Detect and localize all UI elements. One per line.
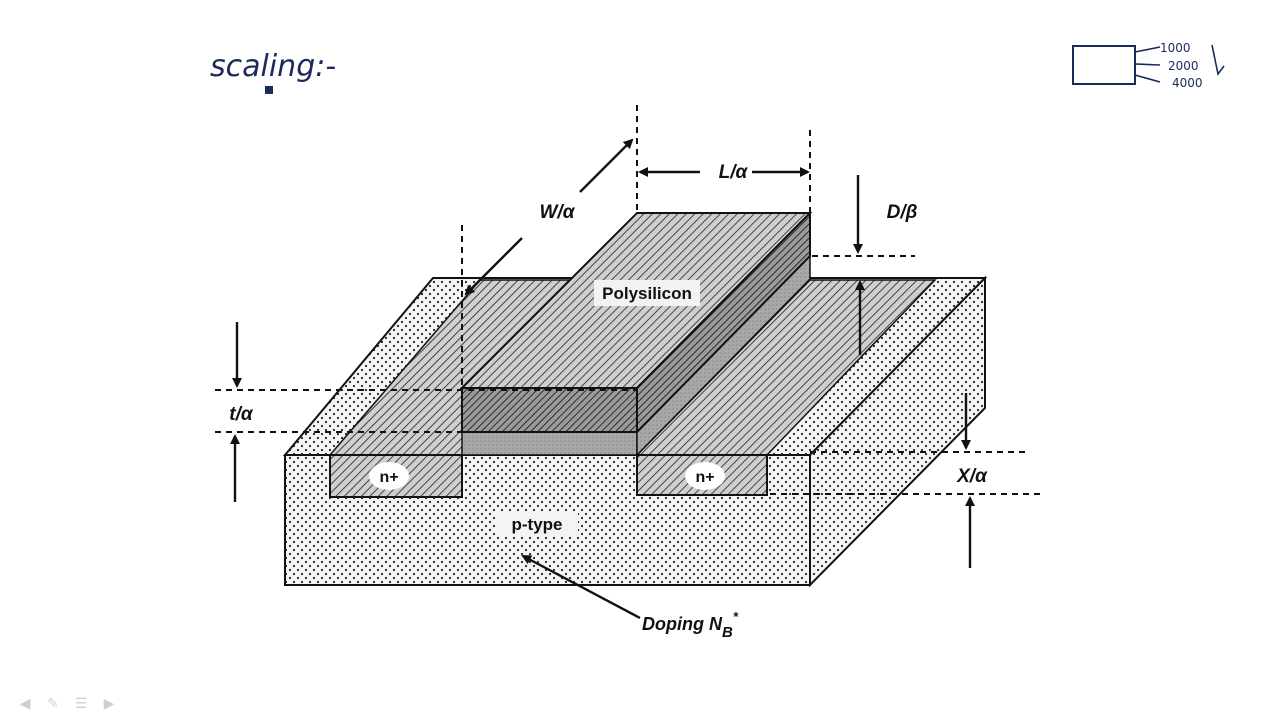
width-arrow-down	[464, 237, 523, 296]
dimension-labels: L/α W/α D/β t/α X/α Doping NB*	[229, 162, 988, 641]
arrow-left-icon[interactable]: ◀	[19, 695, 31, 711]
substrate-right-face	[809, 275, 986, 588]
gate-side-face	[636, 210, 811, 435]
polysilicon-gate: Polysilicon	[459, 210, 813, 435]
doping-label: Doping NB*	[642, 609, 739, 641]
gate-label: Polysilicon	[602, 284, 692, 303]
note-value-1: 1000	[1160, 41, 1191, 55]
source-label-bg	[369, 462, 409, 490]
substrate-label: p-type	[512, 515, 563, 534]
length-label: L/α	[719, 162, 749, 183]
dimension-arrows	[230, 138, 975, 620]
doping-text: Doping N	[642, 614, 723, 634]
note-branch-lines	[1134, 46, 1161, 83]
drain-label-bg	[685, 462, 725, 490]
drain-label: n+	[695, 469, 714, 486]
handwritten-note: 1000 2000 4000	[1072, 41, 1225, 90]
depth-label: D/β	[887, 202, 918, 223]
width-arrow-up	[579, 138, 634, 193]
substrate-label-bg	[496, 512, 578, 536]
region-labels: n+ n+ p-type	[369, 462, 725, 536]
arrow-right-icon[interactable]: ▶	[103, 695, 115, 711]
junction-label: X/α	[956, 466, 988, 487]
pen-icon[interactable]: ✎	[47, 695, 59, 711]
doping-superscript: *	[733, 609, 739, 624]
menu-icon[interactable]: ☰	[74, 695, 88, 711]
heading-text: scaling:-	[210, 49, 336, 84]
handwritten-heading: scaling:-	[210, 49, 336, 94]
cursor-square-icon	[265, 86, 273, 94]
doping-subscript: B	[722, 624, 733, 641]
oxide-front	[461, 431, 638, 456]
oxide-label: t/α	[229, 404, 254, 425]
gate-front-face	[461, 387, 638, 433]
note-value-2: 2000	[1168, 59, 1199, 73]
doping-arrow	[521, 554, 641, 620]
presentation-toolbar: ◀ ✎ ☰ ▶	[16, 696, 118, 710]
dimension-lines	[215, 105, 1040, 495]
source-label: n+	[379, 469, 398, 486]
note-box	[1072, 45, 1136, 85]
note-value-3: 4000	[1172, 76, 1203, 90]
note-arrow-icon	[1211, 44, 1225, 76]
width-label: W/α	[540, 202, 576, 223]
gate-label-bg	[594, 280, 700, 306]
